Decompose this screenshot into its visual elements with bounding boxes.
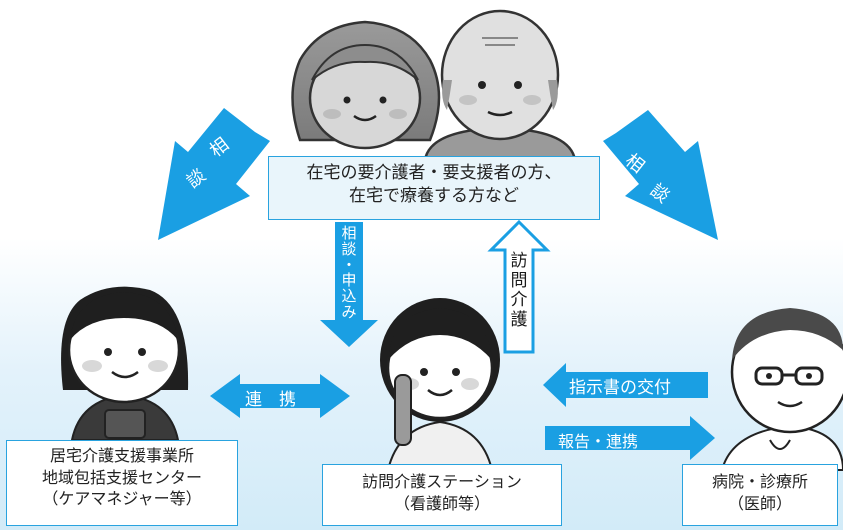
hospital-clinic-box: 病院・診療所 （医師） [682,464,838,526]
nurse-station-line-2: （看護師等） [393,493,490,513]
patient-box: 在宅の要介護者・要支援者の方、 在宅で療養する方など [268,156,600,220]
patient-line-1: 在宅の要介護者・要支援者の方、 [306,163,562,183]
care-support-office-box: 居宅介護支援事業所 地域包括支援センター （ケアマネジャー等） [6,440,238,526]
elderly-woman-illustration [291,20,441,150]
report-label: 報告・連携 [558,432,639,451]
coordination-arrow [210,374,350,418]
nurse-illustration [380,298,500,471]
care-office-line-3: （ケアマネジャー等） [42,489,202,509]
nurse-station-line-1: 訪問介護ステーション [362,472,522,491]
consult-apply-label: 相談・申込み [341,224,357,321]
visit-care-arrow-up [487,219,551,354]
patient-line-2: 在宅で療養する方など [349,185,519,206]
report-arrow [545,416,715,460]
hospital-line-2: （医師） [727,493,792,513]
elderly-man-illustration [423,9,577,162]
hospital-line-1: 病院・診療所 [711,472,808,491]
care-office-line-2: 地域包括支援センター [41,467,202,487]
consult-apply-arrow-down [320,222,378,347]
visit-care-label: 訪問介護 [510,251,528,330]
visiting-nurse-station-box: 訪問介護ステーション （看護師等） [322,464,562,526]
instruction-arrow [543,363,708,407]
consult-arrow-right [603,110,718,240]
care-office-line-1: 居宅介護支援事業所 [49,446,194,465]
instruction-label: 指示書の交付 [569,378,671,398]
coordination-label: 連 携 [245,390,296,410]
doctor-illustration [720,308,843,471]
consult-arrow-left [158,108,270,240]
care-manager-illustration [61,286,189,441]
